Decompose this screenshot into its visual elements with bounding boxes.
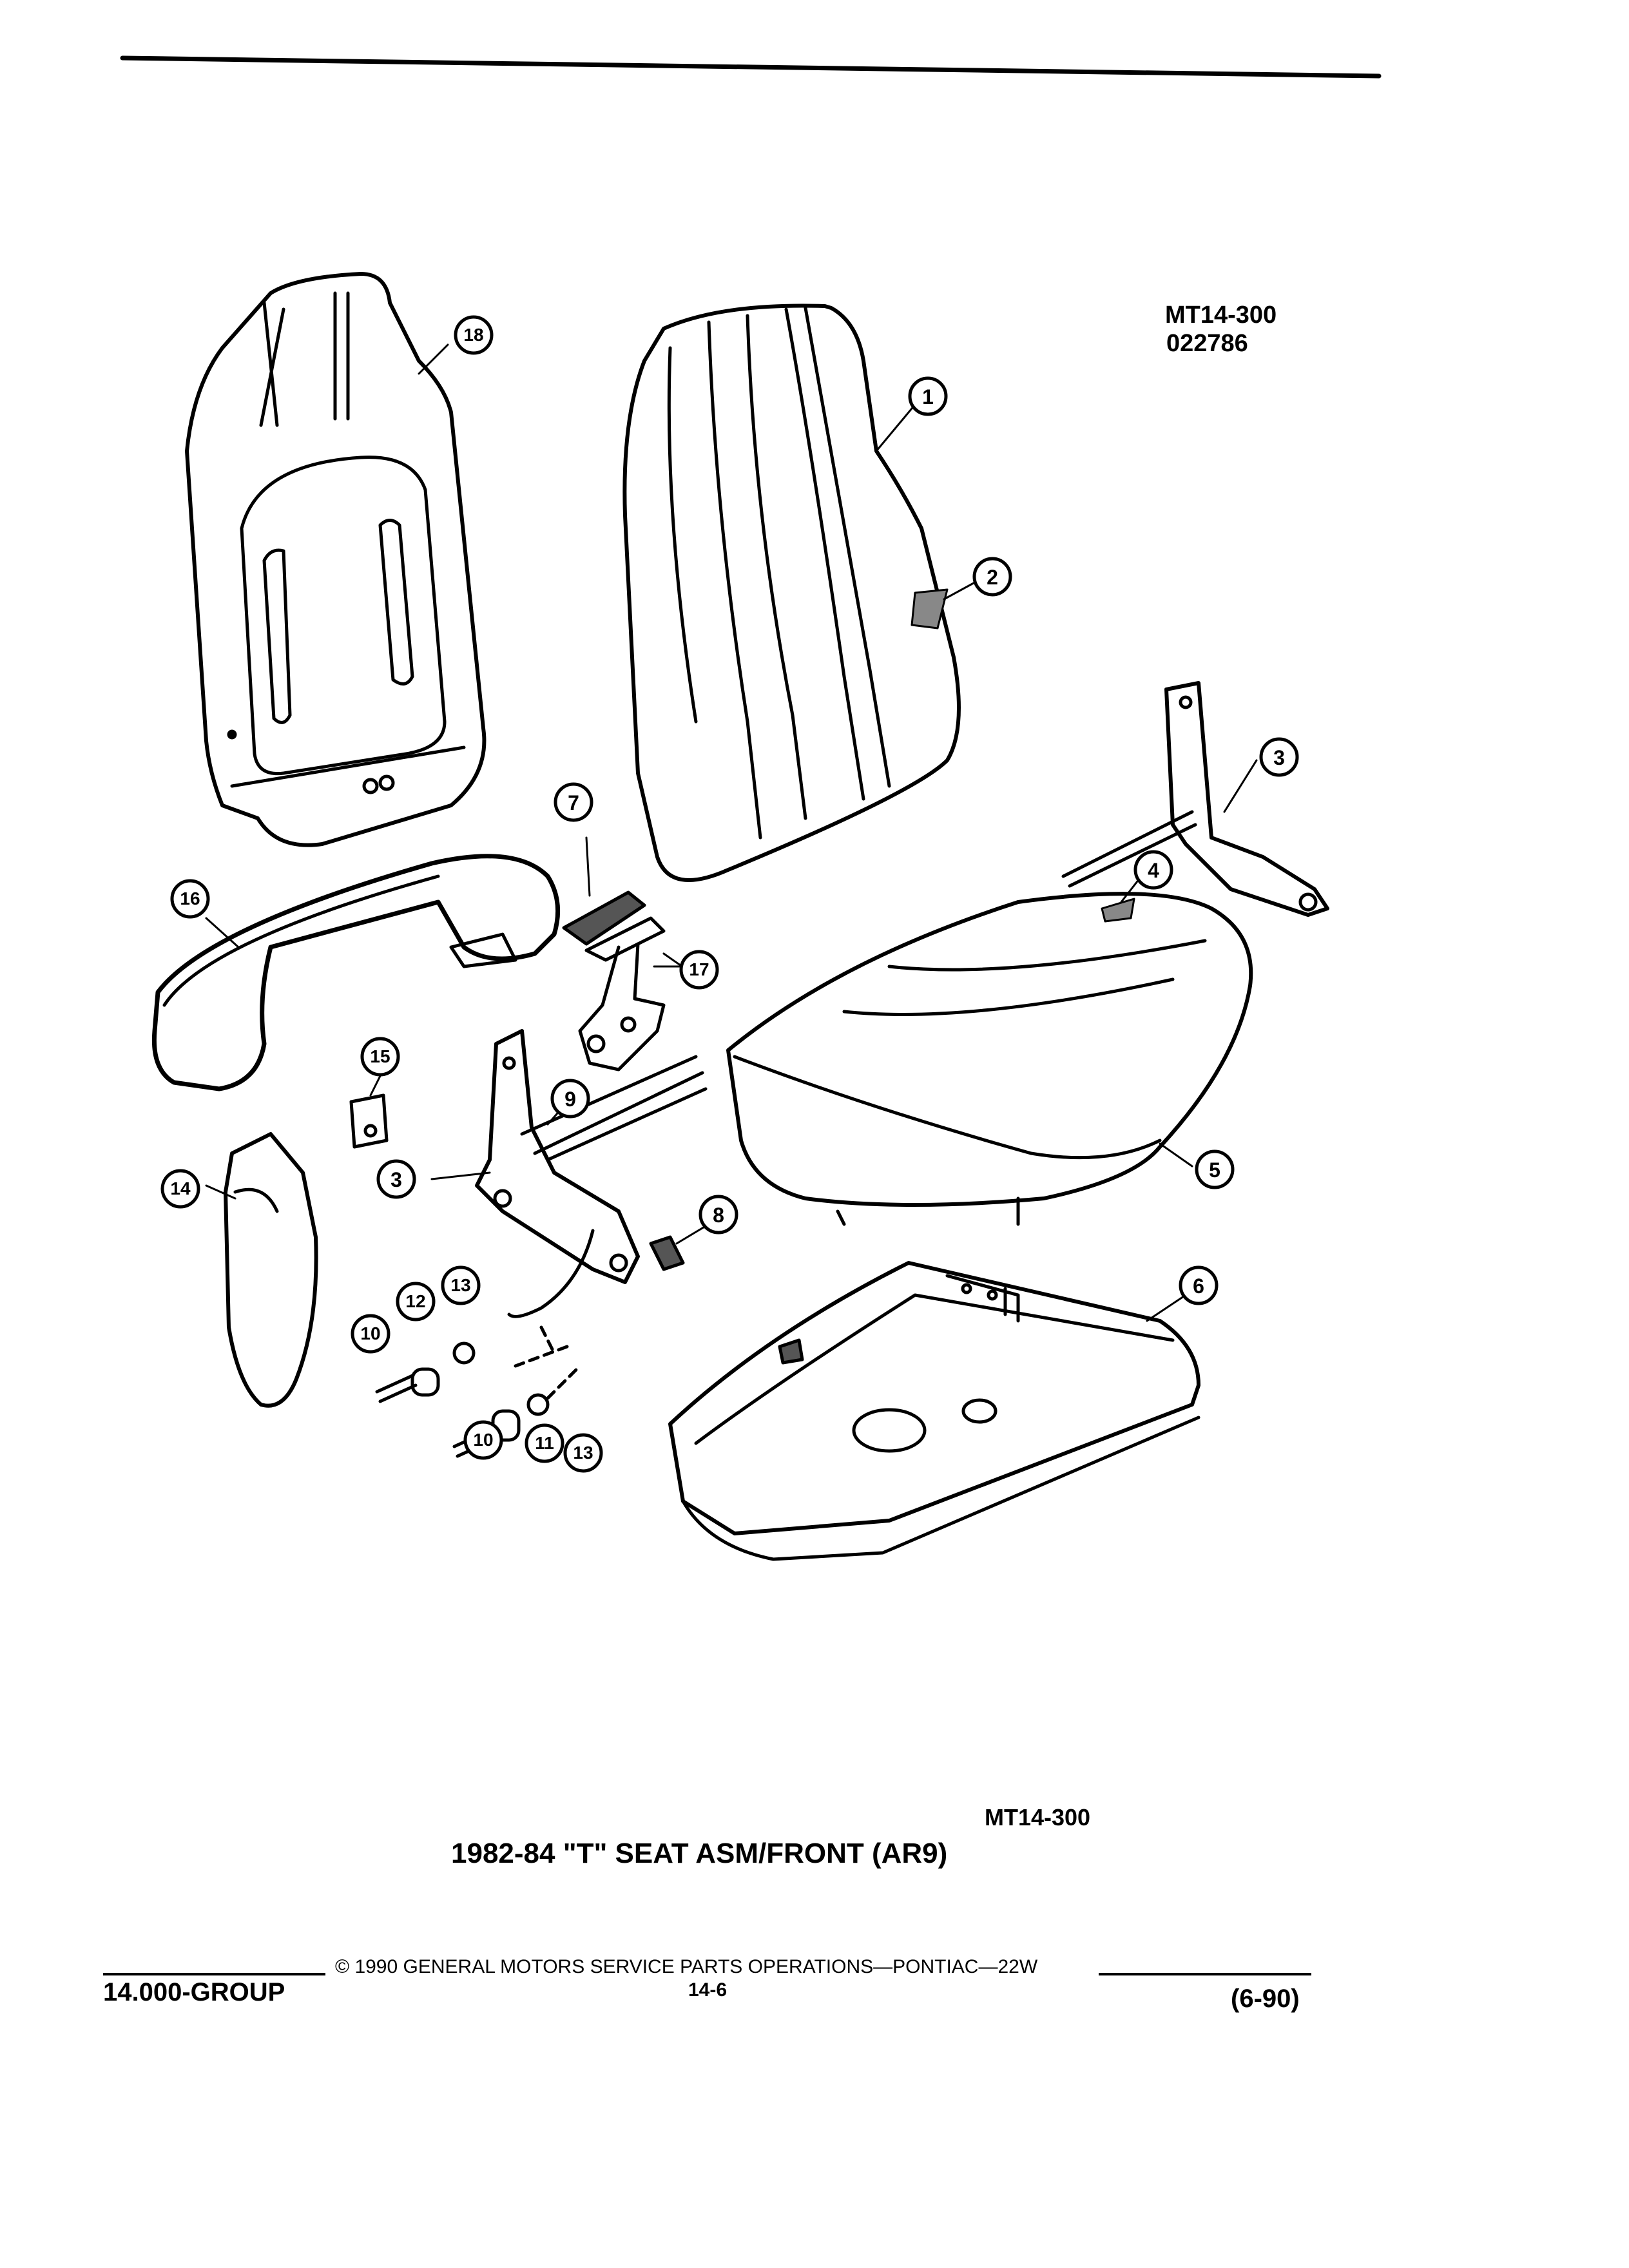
callout-1: 1 (922, 385, 934, 408)
callout-9: 9 (564, 1088, 576, 1111)
seat-back-cushion-1 (622, 303, 961, 882)
callout-2: 2 (987, 566, 998, 589)
footer-rule-left (103, 1973, 325, 1975)
callout-10-upper: 10 (360, 1323, 381, 1343)
callout-11: 11 (535, 1433, 554, 1453)
caption-title: 1982-84 "T" SEAT ASM/FRONT (AR9) (451, 1838, 948, 1869)
callout-15: 15 (370, 1046, 390, 1066)
seat-back-panel-18 (185, 272, 487, 847)
figure-code-header: MT14-300 (1165, 302, 1277, 329)
leader-lines (205, 343, 1258, 1322)
callout-8: 8 (713, 1204, 724, 1227)
callout-6: 6 (1193, 1274, 1204, 1298)
footer-date: (6-90) (1231, 1984, 1300, 2013)
caption-figure-code: MT14-300 (985, 1804, 1091, 1831)
clip-15 (349, 1093, 389, 1149)
recliner-right-3 (1061, 681, 1329, 917)
callout-12: 12 (405, 1291, 426, 1311)
seat-cushion-5 (726, 892, 1253, 1226)
side-cover-14 (224, 1132, 318, 1408)
tag-4 (1101, 898, 1135, 923)
callout-10-lower: 10 (473, 1430, 494, 1450)
callout-13-lower: 13 (573, 1443, 593, 1463)
figure-date-header: 022786 (1166, 330, 1248, 357)
seat-back-trim-16 (151, 854, 561, 1091)
footer-rule-right (1099, 1973, 1311, 1975)
callout-7: 7 (568, 791, 579, 814)
footer-page-number: 14-6 (688, 1979, 728, 2001)
footer-copyright: © 1990 GENERAL MOTORS SERVICE PARTS OPER… (335, 1956, 1038, 1977)
latch-17 (578, 916, 666, 1072)
callout-5: 5 (1209, 1158, 1220, 1182)
seat-frame-6 (668, 1261, 1200, 1561)
tag-2 (911, 588, 949, 629)
handle-7 (562, 890, 646, 946)
footer-group: 14.000-GROUP (103, 1978, 285, 2006)
callout-14: 14 (170, 1178, 191, 1198)
callout-16: 16 (180, 889, 200, 908)
callout-3-right: 3 (1273, 746, 1285, 769)
callout-18: 18 (463, 325, 484, 345)
callout-13-upper: 13 (450, 1275, 471, 1295)
callout-3-left: 3 (390, 1168, 402, 1191)
callout-17: 17 (689, 959, 709, 979)
bolt-set-upper (375, 1325, 569, 1403)
top-rule (120, 55, 1382, 79)
callout-4: 4 (1148, 859, 1159, 882)
